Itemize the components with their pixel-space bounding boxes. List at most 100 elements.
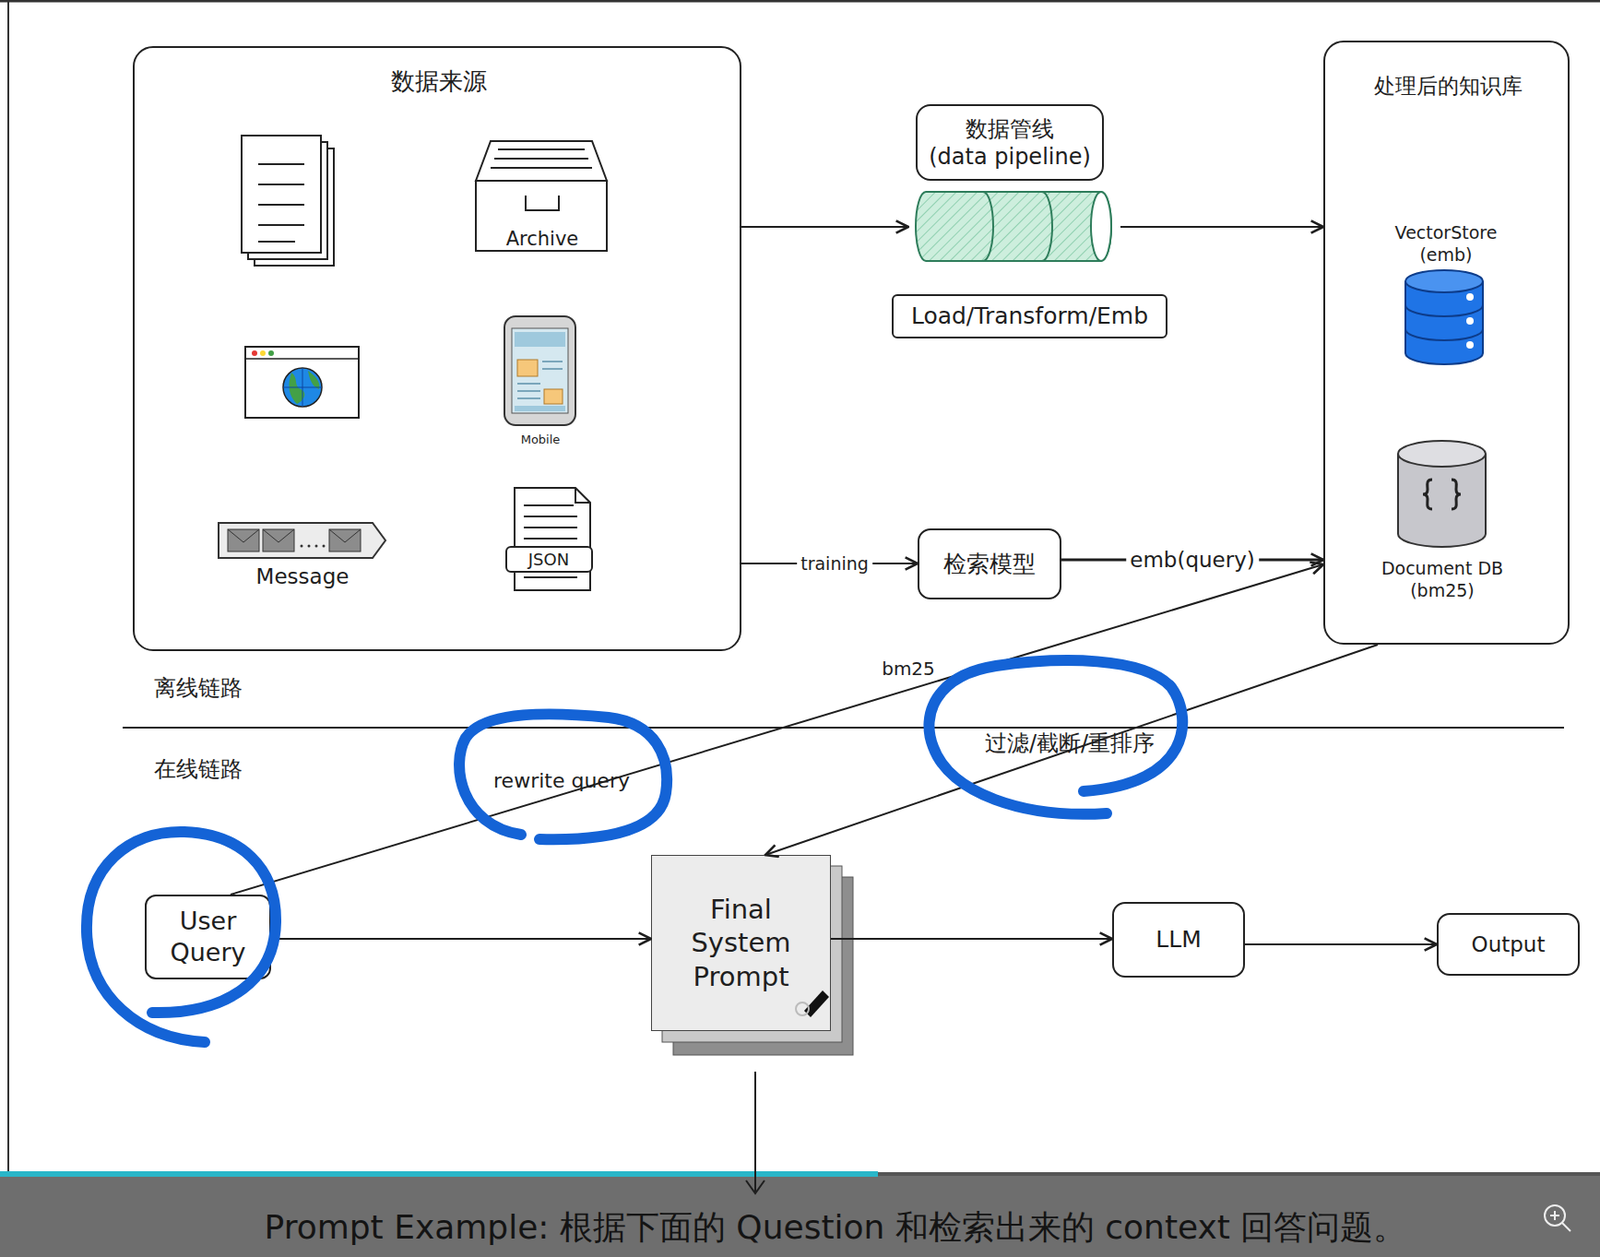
message-icon [322,545,326,548]
pipeline-stage: 数据管线 (data pipeline)Load/Transform/Emb [908,104,1121,339]
json-file-icon [506,487,593,591]
browser-icon [245,346,359,418]
edge-label: training [796,553,873,574]
caption-bar [0,1173,1600,1257]
vector-store-cylinder [1405,305,1483,341]
browser-icon [245,346,359,418]
connector-arrow [230,564,1324,895]
connector-arrow [765,644,1378,855]
group-box: 数据来源 [132,46,742,652]
section-divider [122,727,1565,729]
node-label: Load/Transform/Emb [891,294,1168,339]
node-label: Final System Prompt [672,892,811,994]
connector-arrow [1120,225,1324,228]
down-arrow [746,1071,765,1194]
database-node: Document DB (bm25) [1373,438,1512,602]
line-label: bm25 [881,657,936,680]
connector-arrow [830,937,1113,940]
json-file-icon [514,487,591,591]
pipeline-cylinder [983,191,1053,261]
pipeline-cylinder [915,191,1112,261]
output-box: Output [1436,912,1580,976]
archive-icon [475,180,607,251]
archive-icon [475,141,607,181]
node-label: 数据管线 (data pipeline) [915,104,1104,181]
frame-line [0,0,1600,3]
message-icon [308,545,311,548]
node-label: Output [1471,931,1546,959]
highlight-circle [86,831,276,1043]
section-label: 在线链路 [154,754,243,784]
message-icon [218,522,386,558]
frame-line [0,0,1600,1174]
browser-icon [268,350,274,356]
highlight-circle [459,713,667,840]
node-label: LLM [1155,924,1201,954]
vector-store-cylinder [1466,317,1474,325]
node-label: 检索模型 [943,549,1036,579]
pipeline-cylinder [915,191,1112,261]
message-icon [262,529,295,552]
process-box: LLM [1112,901,1245,978]
browser-icon [251,350,258,356]
document-db-cylinder [1422,479,1433,510]
down-arrow [754,1071,757,1192]
browser-icon [245,357,359,360]
message-icon [329,529,361,543]
section-label: 离线链路 [154,673,243,703]
document-icon [258,164,305,242]
connector-arrow [741,225,909,228]
mobile-icon [514,331,566,347]
message-icon [262,529,295,543]
json-file-icon [506,546,593,572]
vector-store-cylinder [1405,270,1483,293]
mobile-icon [514,405,566,412]
document-icon [241,135,334,266]
caption-bar [0,1171,1600,1257]
document-icon [241,135,321,253]
input-box: User Query [144,894,272,980]
zoom-icon [1550,1210,1571,1232]
database-node: VectorStore (emb) [1376,221,1516,369]
section-divider [122,726,1565,729]
archive-icon [490,149,593,168]
mobile-icon [544,389,563,404]
message-icon [329,529,361,552]
mobile-icon [504,316,576,426]
highlight-circle [928,660,1183,815]
highlight-circle [86,660,1183,1043]
browser-icon [283,367,322,407]
frame-line [7,0,10,1174]
icon-caption: Mobile [521,432,561,447]
document-db-cylinder [1398,453,1486,547]
browser-icon [308,370,320,390]
connector-arrow [1244,943,1437,946]
edge-label: emb(query) [1125,547,1259,572]
vector-store-cylinder [1405,270,1483,365]
document-db-cylinder [1398,440,1486,467]
caption-text: Prompt Example: 根据下面的 Question 和检索出来的 co… [264,1205,1408,1251]
node-label: VectorStore (emb) [1376,221,1516,268]
archive-icon [525,195,559,211]
caption-bar [0,1171,878,1177]
mobile-icon [517,359,538,377]
group-box: 处理后的知识库 VectorStore (emb) Document DB (bm2… [1323,40,1570,645]
browser-icon [260,350,266,356]
process-box: 检索模型 [917,528,1062,600]
browser-icon [283,367,322,407]
message-icon [227,529,260,552]
icon-caption: JSON [528,549,569,569]
mobile-icon [511,328,569,414]
caption-bar [0,1172,1600,1176]
node-label: User Query [153,905,264,969]
message-icon [300,545,304,548]
archive-icon [475,141,607,251]
vector-store-cylinder [1405,281,1483,365]
zoom-icon [1544,1205,1571,1232]
node-label: 处理后的知识库 [1325,62,1572,109]
message-icon [218,522,386,558]
